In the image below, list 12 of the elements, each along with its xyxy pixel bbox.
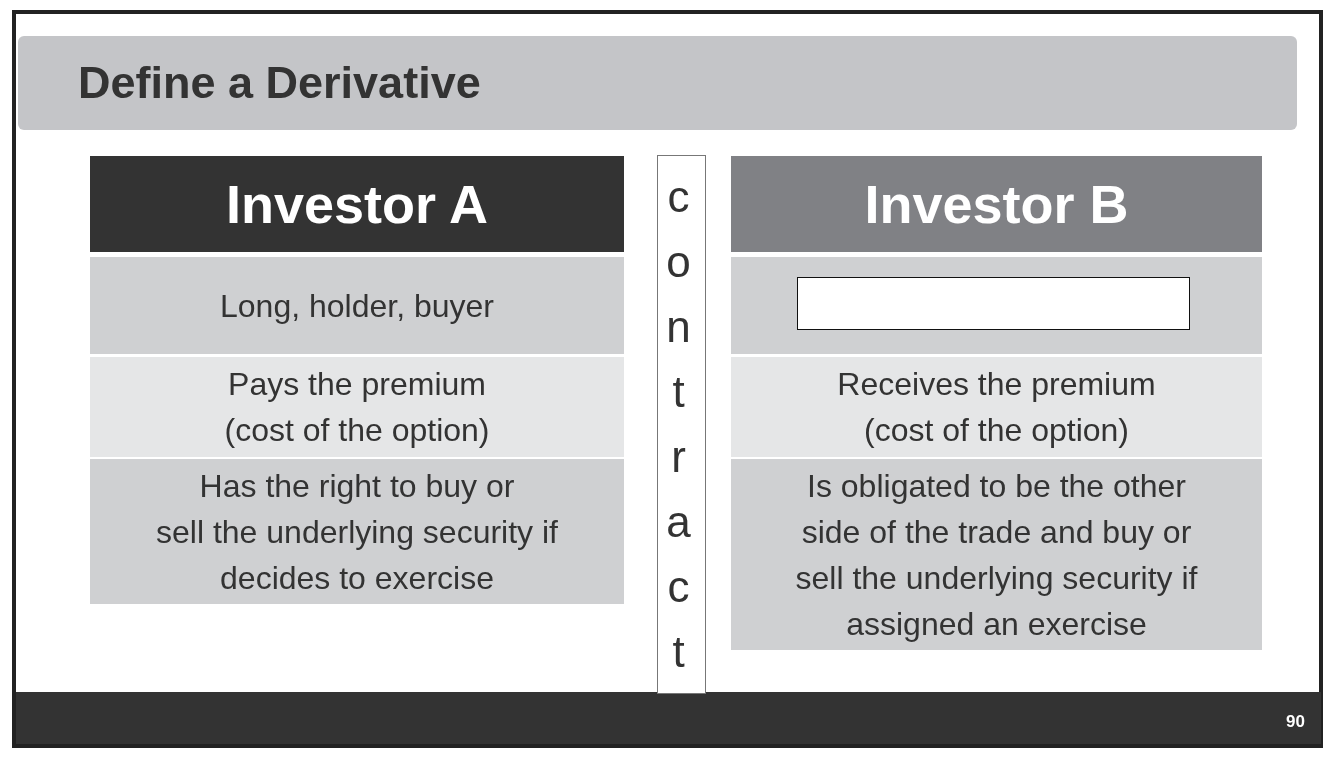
slide-title: Define a Derivative — [78, 57, 481, 109]
table-cell: Long, holder, buyer — [90, 257, 624, 354]
table-cell: Pays the premium (cost of the option) — [90, 357, 624, 457]
table-cell: Has the right to buy or sell the underlying security if decides to exercise — [90, 459, 624, 604]
header-cell: Investor A — [90, 156, 624, 252]
page-number: 90 — [1286, 712, 1305, 732]
answer-box — [797, 277, 1190, 330]
vertical-text-box: contract — [657, 155, 706, 694]
table-cell: Receives the premium (cost of the option) — [731, 357, 1262, 457]
table-cell — [731, 257, 1262, 354]
header-cell: Investor B — [731, 156, 1262, 252]
table-cell: Is obligated to be the other side of the trade and buy or sell the underlying security if assigned an exercise — [731, 459, 1262, 650]
